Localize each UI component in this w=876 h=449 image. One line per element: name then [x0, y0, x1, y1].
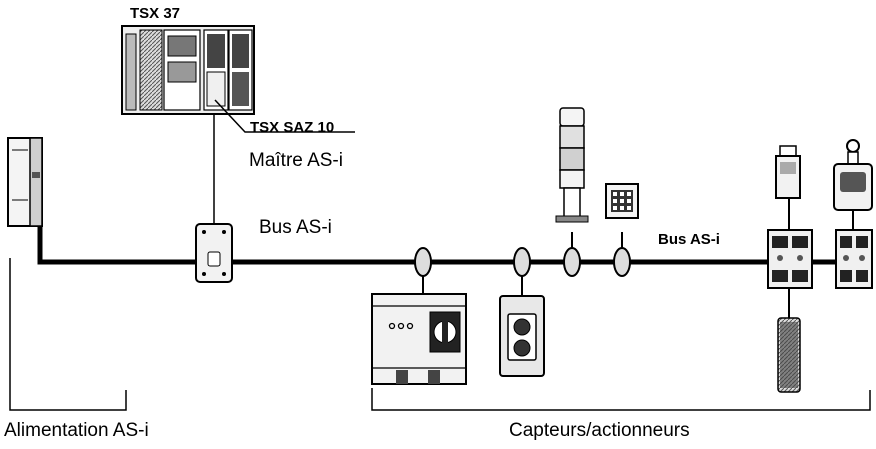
bus-right-label: Bus AS-i	[658, 231, 720, 248]
master-connection-box	[195, 223, 233, 283]
position-switch-device	[833, 139, 873, 230]
bus-line	[37, 222, 872, 265]
as-i-interface-module	[835, 229, 873, 289]
sensors-actuators-bracket	[371, 388, 871, 411]
motor-starter-device	[371, 293, 467, 385]
bus-tap	[613, 232, 631, 277]
signal-tower-device	[555, 107, 589, 223]
keypad-device	[605, 183, 639, 219]
module-pointer	[214, 99, 355, 133]
power-supply-device	[7, 137, 43, 227]
push-button-station-device	[499, 295, 545, 377]
module-label: TSX SAZ 10	[250, 119, 335, 136]
plc-tsx37-device	[121, 25, 255, 115]
plc-model-label: TSX 37	[130, 5, 181, 22]
power-supply-bracket	[9, 258, 127, 411]
power-supply-label: Alimentation AS-i	[4, 420, 149, 441]
inductive-sensor-device	[777, 288, 801, 393]
bus-tap	[414, 247, 432, 294]
bus-tap	[563, 232, 581, 277]
bus-main-label: Bus AS-i	[259, 217, 332, 238]
master-label: Maître AS-i	[249, 150, 343, 171]
limit-switch-device	[775, 145, 801, 230]
as-i-interface-module	[767, 229, 813, 289]
bus-tap	[513, 247, 531, 296]
sensors-actuators-label: Capteurs/actionneurs	[509, 420, 690, 441]
